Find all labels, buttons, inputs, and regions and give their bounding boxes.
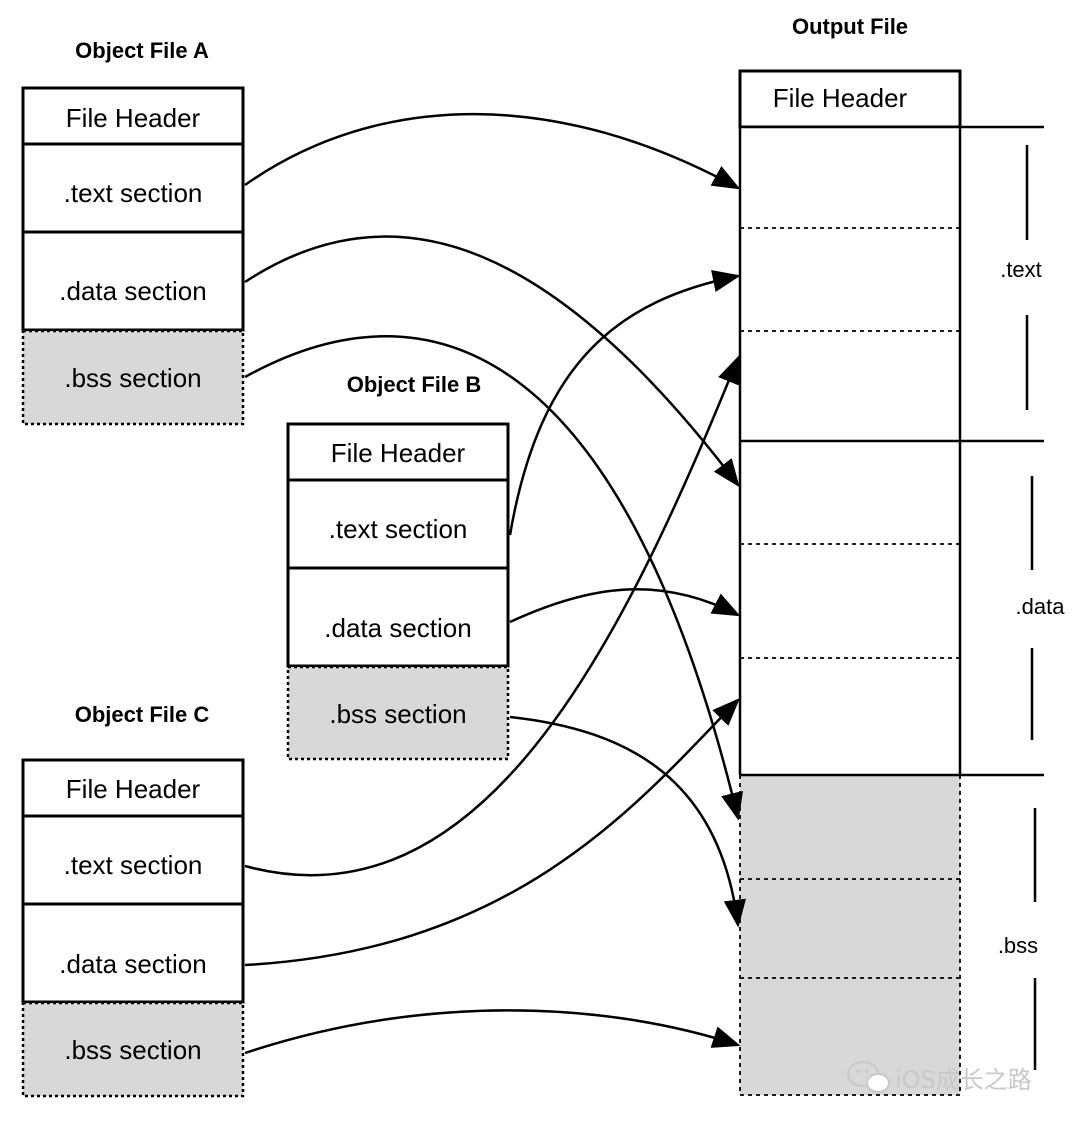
object-file-a-data: .data section bbox=[59, 276, 206, 306]
arrow-a-text bbox=[244, 112, 741, 190]
object-file-c-text: .text section bbox=[64, 850, 203, 880]
object-file-a-bss: .bss section bbox=[64, 363, 201, 393]
output-file-header: File Header bbox=[773, 83, 908, 113]
object-file-c-title: Object File C bbox=[75, 702, 210, 727]
object-file-c-bss-box bbox=[21, 1001, 245, 1098]
object-file-b-data: .data section bbox=[324, 613, 471, 643]
arrow-c-text bbox=[244, 355, 740, 877]
object-file-a: Object File A File Header .text section … bbox=[21, 38, 245, 426]
object-file-b-text: .text section bbox=[329, 514, 468, 544]
arrow-a-data bbox=[244, 235, 740, 488]
object-file-c-data: .data section bbox=[59, 949, 206, 979]
arrow-c-data bbox=[244, 697, 740, 967]
segment-label-text: .text bbox=[1000, 257, 1042, 282]
arrows bbox=[244, 112, 746, 1055]
segment-label-data: .data bbox=[1016, 594, 1066, 619]
object-file-c: Object File C File Header .text section … bbox=[21, 702, 245, 1098]
object-file-b-title: Object File B bbox=[347, 372, 481, 397]
output-bss-area bbox=[740, 775, 960, 1095]
watermark-text: iOS成长之路 bbox=[895, 1066, 1032, 1094]
object-file-b-header: File Header bbox=[331, 438, 466, 468]
arrow-c-bss bbox=[244, 1009, 741, 1055]
output-file-body bbox=[740, 127, 960, 775]
object-file-b-bss: .bss section bbox=[329, 699, 466, 729]
watermark: iOS成长之路 bbox=[847, 1061, 1032, 1094]
arrow-b-data bbox=[509, 588, 741, 624]
object-file-a-text-box bbox=[21, 142, 245, 234]
output-file-header-box bbox=[738, 69, 962, 129]
arrow-a-bss bbox=[244, 335, 743, 821]
object-file-b-bss-box bbox=[286, 665, 510, 761]
segment-label-bss: .bss bbox=[998, 933, 1038, 958]
object-file-b-text-box bbox=[286, 478, 510, 570]
object-file-c-header: File Header bbox=[66, 774, 201, 804]
wechat-logo-icon bbox=[847, 1061, 890, 1093]
output-file-title: Output File bbox=[792, 14, 908, 39]
object-file-c-data-box bbox=[21, 902, 245, 1004]
object-file-c-header-box bbox=[21, 758, 245, 818]
output-file: Output File File Header .text .data bbox=[738, 14, 1066, 1096]
arrow-b-text bbox=[508, 270, 741, 536]
object-file-a-bss-box bbox=[21, 329, 245, 426]
object-file-a-text: .text section bbox=[64, 178, 203, 208]
object-file-a-title: Object File A bbox=[75, 38, 209, 63]
object-file-c-text-box bbox=[21, 814, 245, 906]
object-file-b: Object File B File Header .text section … bbox=[286, 372, 510, 761]
object-file-a-header: File Header bbox=[66, 103, 201, 133]
object-file-c-bss: .bss section bbox=[64, 1035, 201, 1065]
object-file-b-data-box bbox=[286, 566, 510, 668]
arrow-b-bss bbox=[509, 715, 746, 928]
object-file-a-header-box bbox=[21, 86, 245, 146]
